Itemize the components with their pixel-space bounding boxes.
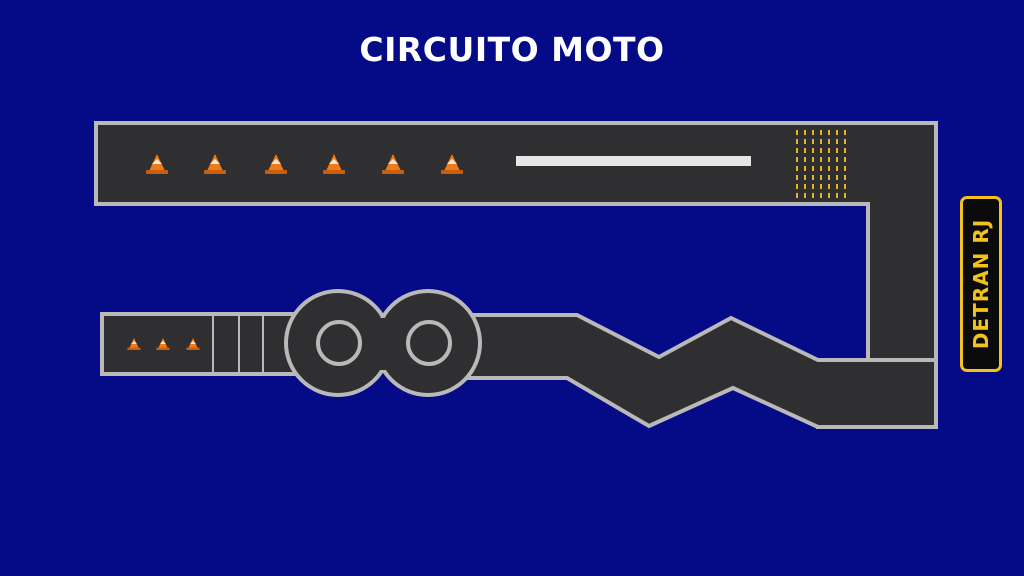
badge-label: DETRAN RJ: [969, 218, 993, 350]
tactile-strip: [796, 130, 846, 198]
lane-stripes: [212, 316, 264, 372]
slalom-ring-right: [406, 320, 452, 366]
zigzag-track: [458, 313, 938, 429]
slalom-ring-left: [316, 320, 362, 366]
narrow-plank: [516, 156, 751, 166]
page-title: CIRCUITO MOTO: [359, 30, 665, 69]
detran-badge: DETRAN RJ: [960, 196, 1002, 372]
